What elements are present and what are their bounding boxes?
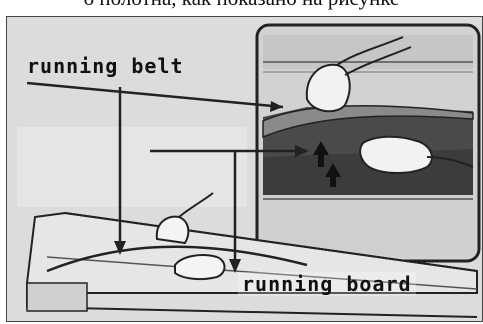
label-running-board: running board	[238, 272, 416, 296]
page-caption: о полотна, как показано на рисунке	[0, 0, 483, 11]
closeup-inset	[257, 25, 479, 261]
motor-hood	[27, 283, 87, 311]
label-running-belt: running belt	[27, 54, 184, 78]
hand-insert-icon	[175, 255, 225, 279]
treadmill-diagram: running belt running board	[6, 16, 483, 322]
hand-bottom-icon	[360, 137, 432, 173]
paper-highlight	[17, 127, 247, 207]
